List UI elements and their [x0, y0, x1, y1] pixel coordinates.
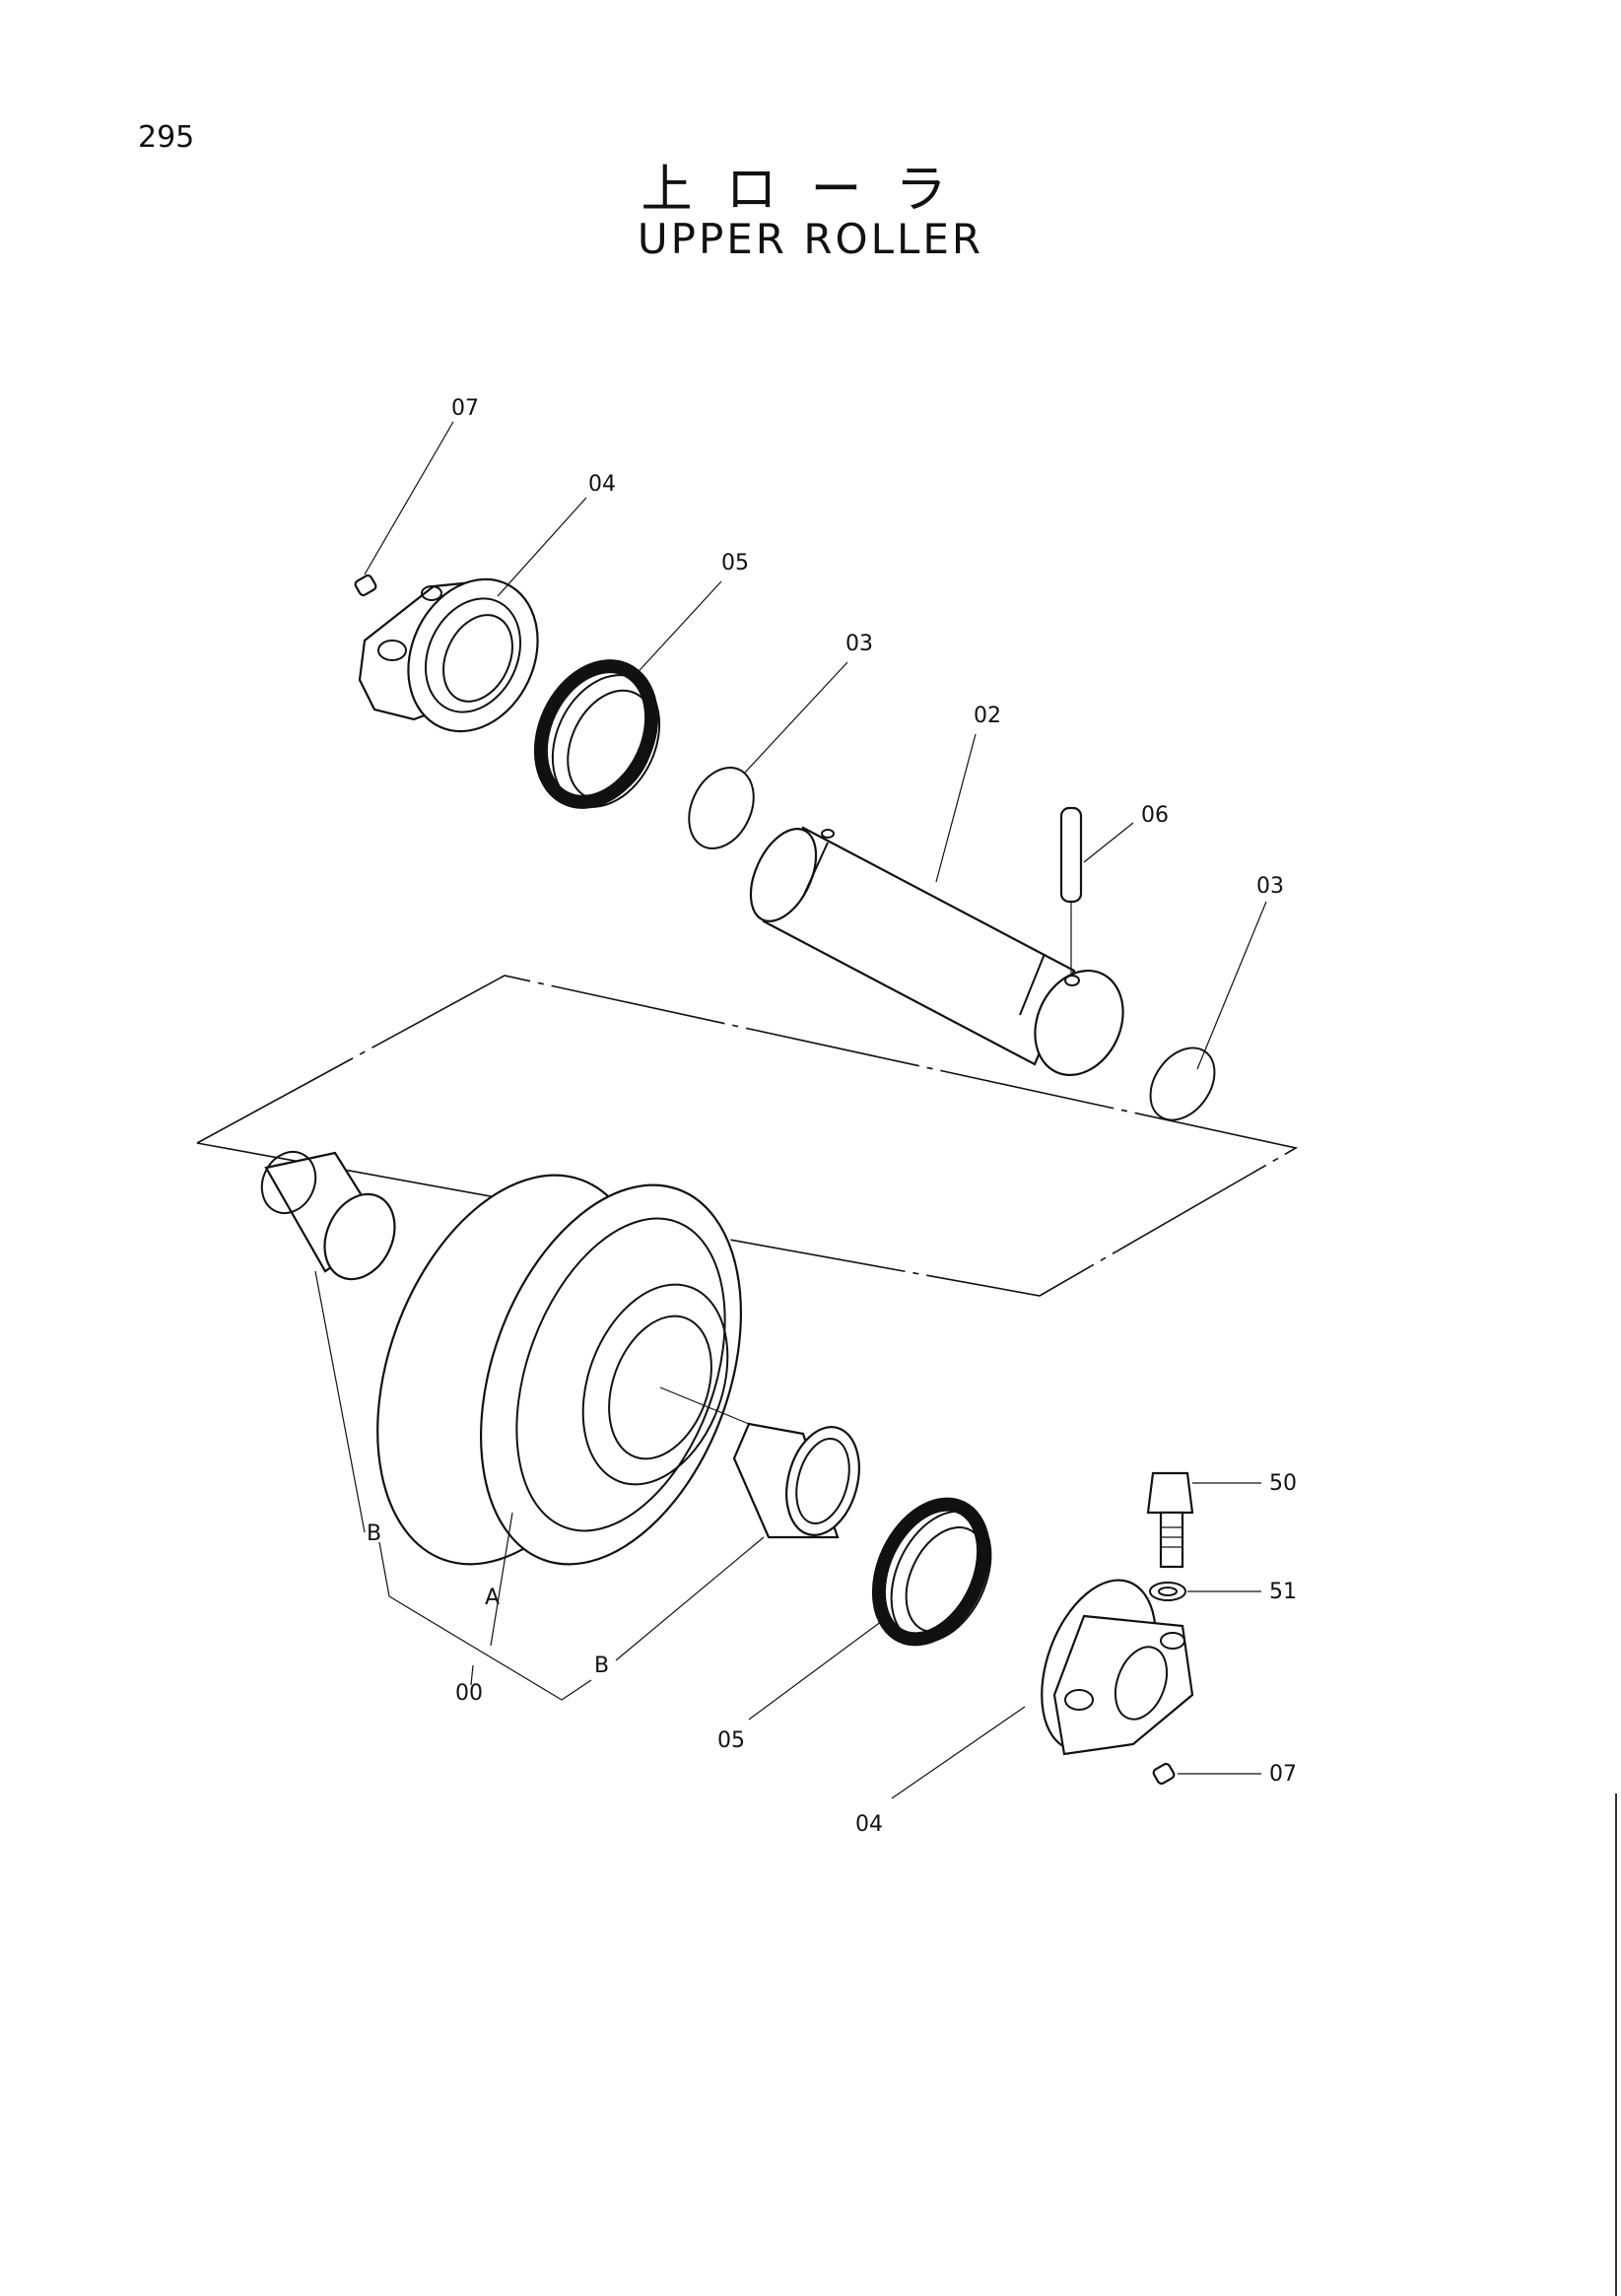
part-50-bolt [1146, 1471, 1194, 1569]
callout-04-bottom: 04 [855, 1812, 883, 1837]
callout-51: 51 [1269, 1580, 1297, 1604]
part-05-seal-top [533, 659, 661, 809]
callout-02: 02 [974, 704, 1001, 728]
callout-05-top: 05 [721, 551, 749, 575]
title-english: UPPER ROLLER [637, 215, 984, 263]
callout-05-bottom: 05 [717, 1728, 745, 1753]
part-04-housing-top [358, 577, 539, 733]
callout-B-left: B [367, 1521, 381, 1546]
callout-00: 00 [455, 1681, 483, 1706]
part-bushing-left [260, 1150, 396, 1281]
part-00-roller [376, 1174, 750, 1566]
part-bushing-right [732, 1422, 860, 1539]
callout-06: 06 [1141, 803, 1169, 828]
callout-04-top: 04 [588, 472, 616, 497]
callout-07-top: 07 [451, 396, 479, 421]
part-51-washer [1149, 1582, 1186, 1601]
callout-03-top: 03 [845, 632, 873, 656]
callout-B-bottom: B [594, 1654, 609, 1678]
part-05-seal-bottom [871, 1497, 992, 1647]
title-japanese: 上ローラ [641, 161, 980, 220]
page-number: 295 [138, 120, 195, 155]
callout-07-bottom: 07 [1269, 1762, 1297, 1787]
callout-50: 50 [1269, 1471, 1297, 1496]
assembly-outline [196, 975, 1299, 1297]
callout-A: A [485, 1586, 500, 1610]
leader-lines [314, 421, 1267, 1799]
part-03-o-ring-top [688, 767, 755, 849]
part-02-shaft [749, 826, 1124, 1077]
part-07-plug-bottom [1152, 1762, 1176, 1786]
part-07-plug-top [354, 574, 377, 597]
callout-03-right: 03 [1256, 874, 1284, 899]
part-03-o-ring-right [1149, 1047, 1216, 1121]
part-04-housing-bottom [1041, 1579, 1194, 1756]
part-06-pin [1059, 806, 1083, 976]
